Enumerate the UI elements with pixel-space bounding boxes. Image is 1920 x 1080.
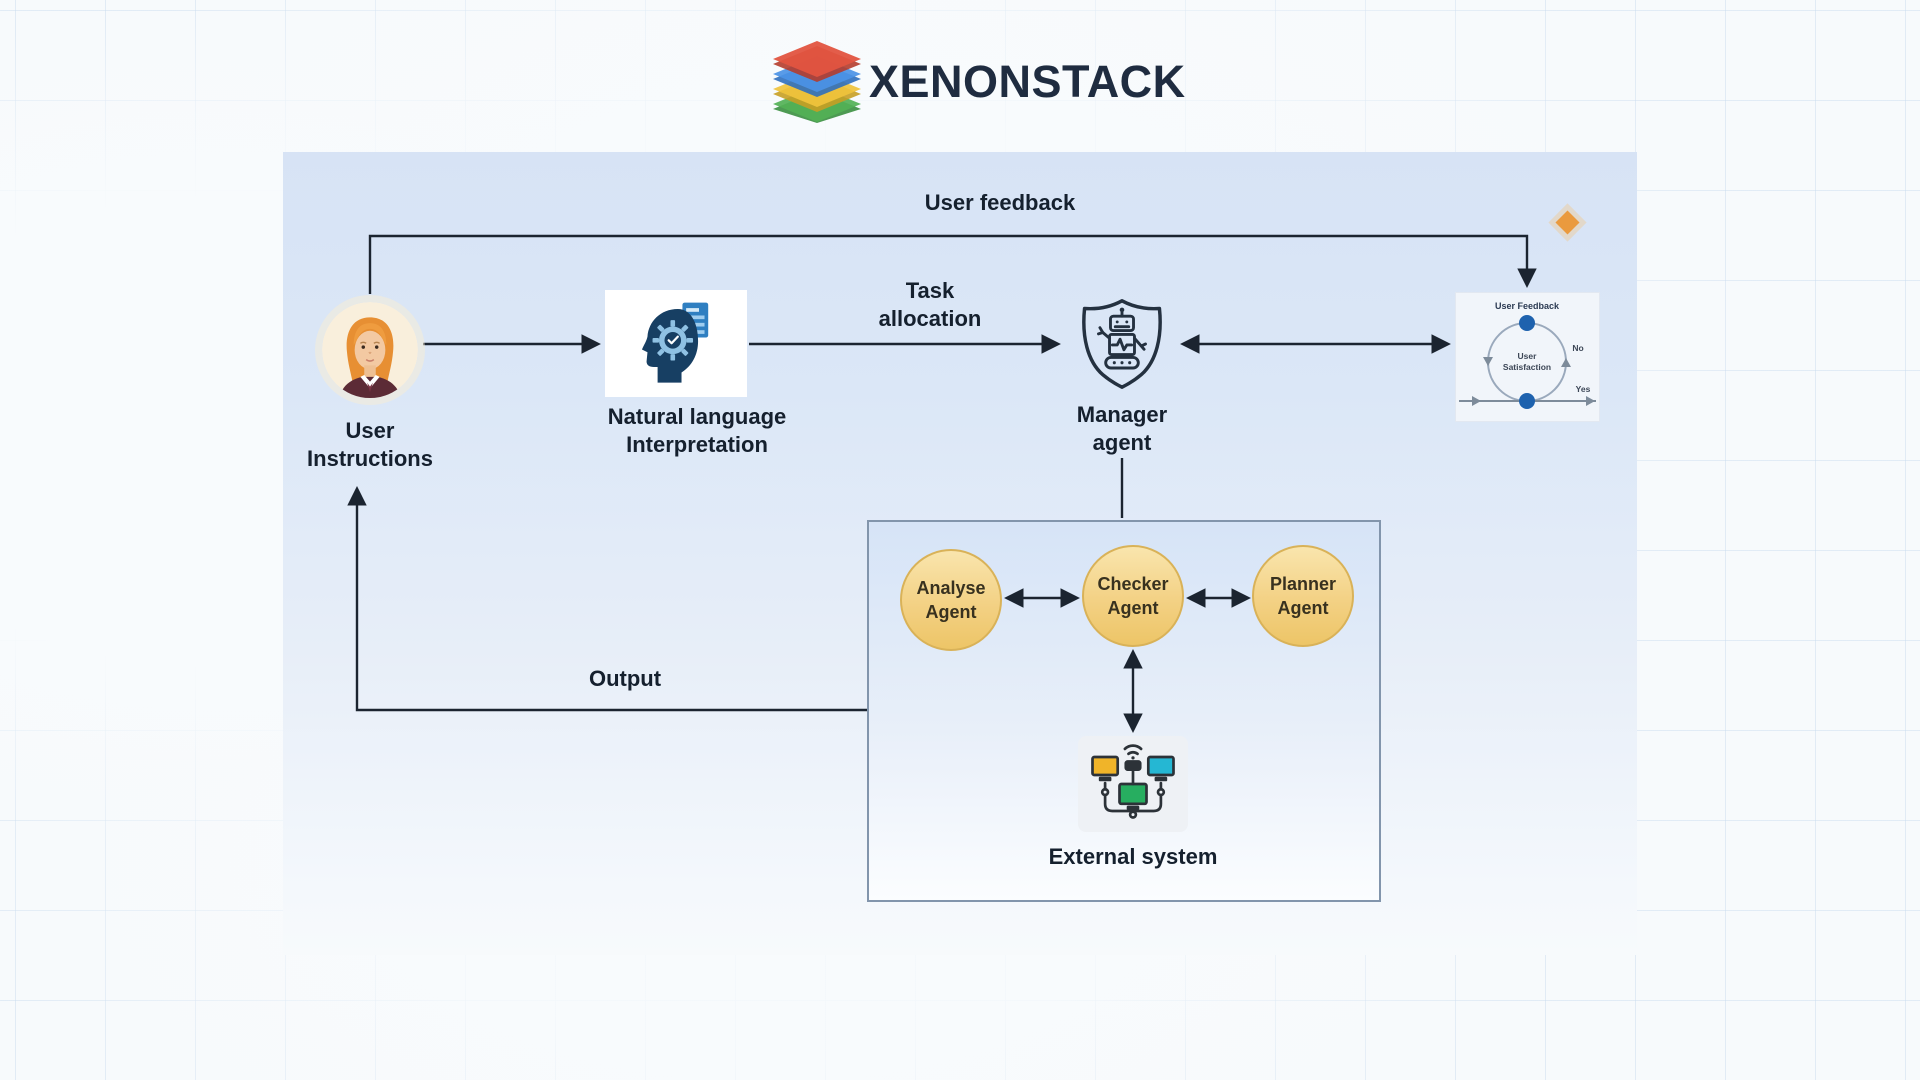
user-instructions-label: User Instructions	[307, 418, 433, 471]
woman-avatar-icon	[322, 302, 418, 398]
task-allocation-label: Task allocation	[878, 278, 982, 331]
feedback-title: User Feedback	[1495, 301, 1560, 311]
user-feedback-label: User feedback	[924, 190, 1076, 215]
external-system-node	[1078, 736, 1188, 832]
robot-shield-icon	[1082, 299, 1162, 389]
manager-node	[1070, 296, 1174, 392]
feedback-no-label: No	[1572, 343, 1583, 353]
brand-name: XENONSTACK	[869, 56, 1186, 107]
feedback-loop-icon: User Feedback User Satisfaction No Yes	[1459, 301, 1596, 409]
feedback-yes-label: Yes	[1576, 384, 1591, 394]
nlp-node	[605, 290, 747, 397]
output-label: Output	[588, 666, 662, 691]
external-system-label: External system	[1048, 844, 1218, 869]
checker-agent-node: Checker Agent	[1082, 545, 1184, 647]
networked-computers-icon	[1091, 744, 1175, 819]
planner-agent-node: Planner Agent	[1252, 545, 1354, 647]
nlp-label: Natural language Interpretation	[607, 404, 787, 457]
analyse-agent-node: Analyse Agent	[900, 549, 1002, 651]
brand-header: XENONSTACK	[773, 38, 1186, 126]
feedback-loop-widget: User Feedback User Satisfaction No Yes	[1455, 292, 1600, 422]
feedback-center-line1: User	[1518, 351, 1538, 361]
feedback-center-line2: Satisfaction	[1503, 362, 1551, 372]
layered-diamonds-logo-icon	[773, 41, 861, 123]
user-avatar	[322, 302, 418, 398]
head-gear-document-icon	[641, 302, 709, 383]
manager-agent-label: Manager agent	[1076, 402, 1168, 455]
